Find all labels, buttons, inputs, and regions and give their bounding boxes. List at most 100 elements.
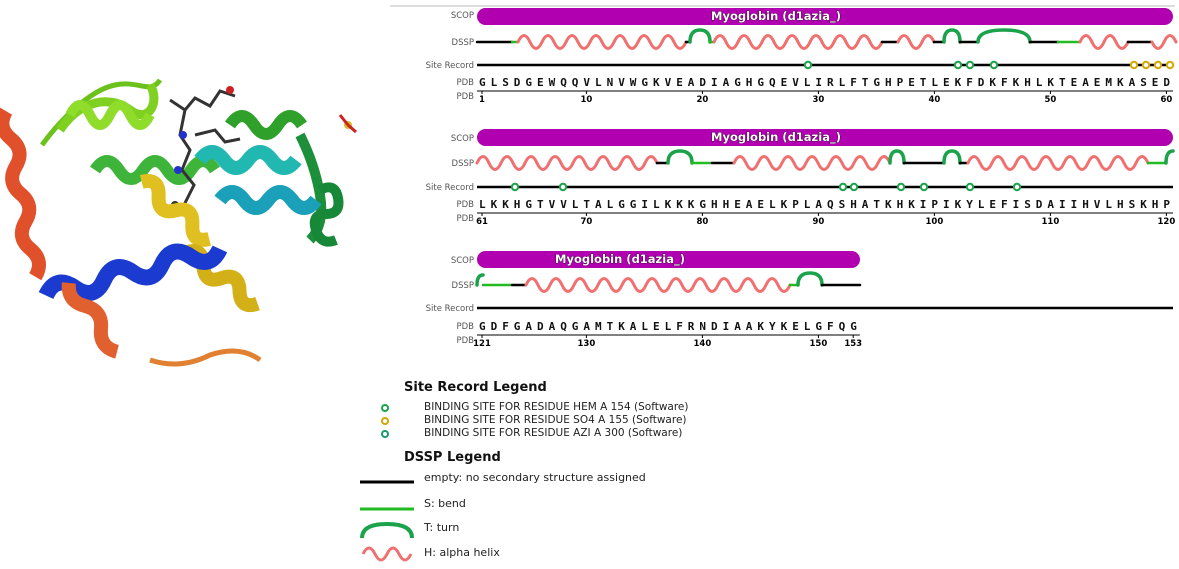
residue-letter: L <box>665 320 672 333</box>
ruler-tick-label: 80 <box>696 217 708 227</box>
residue-letter: K <box>665 198 672 211</box>
ruler-tick-label: 20 <box>696 95 708 105</box>
dssp-legend-title: DSSP Legend <box>404 450 501 465</box>
residue-letter: G <box>479 320 486 333</box>
residue-letter: L <box>572 198 579 211</box>
residue-letter: D <box>491 320 498 333</box>
residue-letter: D <box>1163 76 1170 89</box>
pdb-row-label: PDB <box>456 78 474 88</box>
residue-letter: L <box>653 198 660 211</box>
residue-letter: H <box>746 76 753 89</box>
scop-domain-label: Myoglobin (d1azia_) <box>711 130 841 145</box>
residue-letter: S <box>1129 198 1136 211</box>
site-legend-item-so4: BINDING SITE FOR RESIDUE SO4 A 155 (Soft… <box>424 414 687 426</box>
residue-letter: A <box>746 320 753 333</box>
protein-teal-region <box>194 145 322 215</box>
site-marker-hem[interactable] <box>558 182 568 192</box>
dssp-helix <box>475 155 659 171</box>
site-record-row-label: Site Record <box>426 183 474 193</box>
residue-letter: G <box>630 198 637 211</box>
dssp-turn <box>942 28 962 44</box>
dssp-legend-bend-label: S: bend <box>424 497 466 510</box>
site-marker-so4[interactable] <box>1153 60 1163 70</box>
site-marker-hem[interactable] <box>919 182 929 192</box>
residue-letter: I <box>943 198 950 211</box>
site-legend-title: Site Record Legend <box>404 380 547 395</box>
site-marker-hem[interactable] <box>510 182 520 192</box>
residue-letter: K <box>653 76 660 89</box>
residue-letter: T <box>537 198 544 211</box>
scop-domain-bar[interactable] <box>477 129 1173 146</box>
residue-letter: A <box>734 320 741 333</box>
residue-letter: S <box>1140 76 1147 89</box>
residue-letter: F <box>502 320 509 333</box>
site-marker-hem[interactable] <box>838 182 848 192</box>
residue-letter: T <box>607 320 614 333</box>
sequence-block-2: SCOP Myoglobin (d1azia_) DSSP Site Recor… <box>426 129 1175 227</box>
residue-letter: E <box>1152 76 1159 89</box>
residue-letter: A <box>595 198 602 211</box>
residue-letter: H <box>1152 198 1159 211</box>
residue-letter: H <box>711 198 718 211</box>
ruler-tick-label: 70 <box>580 217 592 227</box>
residue-letter: A <box>549 320 556 333</box>
residue-letter: K <box>955 198 962 211</box>
dssp-row-label: DSSP <box>452 281 474 291</box>
residue-letter: V <box>792 76 799 89</box>
site-marker-hem[interactable] <box>849 182 859 192</box>
ruler-tick-label: 130 <box>578 339 596 349</box>
site-marker-hem[interactable] <box>803 60 813 70</box>
residue-letter: V <box>560 198 567 211</box>
dssp-legend-empty-label: empty: no secondary structure assigned <box>424 471 646 484</box>
dssp-legend-helix-label: H: alpha helix <box>424 546 500 559</box>
site-marker-hem[interactable] <box>1012 182 1022 192</box>
site-marker-so4[interactable] <box>1129 60 1139 70</box>
residue-letter: T <box>920 76 927 89</box>
site-marker-so4[interactable] <box>1141 60 1151 70</box>
dssp-helix <box>732 155 892 171</box>
sequence-feature-viewer: SCOP Myoglobin (d1azia_) DSSP Site Recor… <box>390 5 1178 349</box>
site-record-row-label: Site Record <box>426 61 474 71</box>
residue-letter: S <box>502 76 509 89</box>
ruler-tick-label: 110 <box>1042 217 1060 227</box>
site-marker-hem[interactable] <box>896 182 906 192</box>
residue-letter: D <box>711 320 718 333</box>
residue-letter: M <box>1105 76 1112 89</box>
residue-letter: S <box>839 198 846 211</box>
residue-letter: V <box>618 76 625 89</box>
sequence-block-1: SCOP Myoglobin (d1azia_) DSSP Site Recor… <box>426 8 1178 105</box>
residue-letter: D <box>537 320 544 333</box>
protein-structure-image <box>0 78 357 367</box>
dssp-turn <box>976 28 1032 44</box>
residue-letter: V <box>549 198 556 211</box>
residue-letter: Y <box>769 320 776 333</box>
site-marker-hem[interactable] <box>965 60 975 70</box>
residue-letter: W <box>549 76 556 89</box>
site-legend-marker-azi <box>381 430 389 438</box>
residue-letter: A <box>1047 198 1054 211</box>
residue-letter: K <box>955 76 962 89</box>
dssp-track <box>475 149 1175 171</box>
pdb-row-label: PDB <box>456 200 474 210</box>
dssp-track <box>475 271 862 293</box>
site-marker-hem[interactable] <box>965 182 975 192</box>
residue-letter: Q <box>839 320 846 333</box>
site-marker-hem[interactable] <box>989 60 999 70</box>
residue-letter: D <box>978 76 985 89</box>
residue-letter: T <box>1059 76 1066 89</box>
residue-letter: K <box>502 198 509 211</box>
residue-letter: I <box>1071 198 1078 211</box>
residue-letter: F <box>1001 198 1008 211</box>
site-marker-so4[interactable] <box>1165 60 1175 70</box>
scop-domain-bar[interactable] <box>477 251 860 268</box>
scop-domain-bar[interactable] <box>477 8 1173 25</box>
residue-letter: H <box>1117 198 1124 211</box>
residue-letter: G <box>873 76 880 89</box>
ruler-tick-label: 40 <box>928 95 940 105</box>
residue-letter: T <box>873 198 880 211</box>
residue-letter: L <box>839 76 846 89</box>
residue-letter: L <box>804 198 811 211</box>
site-marker-hem[interactable] <box>953 60 963 70</box>
